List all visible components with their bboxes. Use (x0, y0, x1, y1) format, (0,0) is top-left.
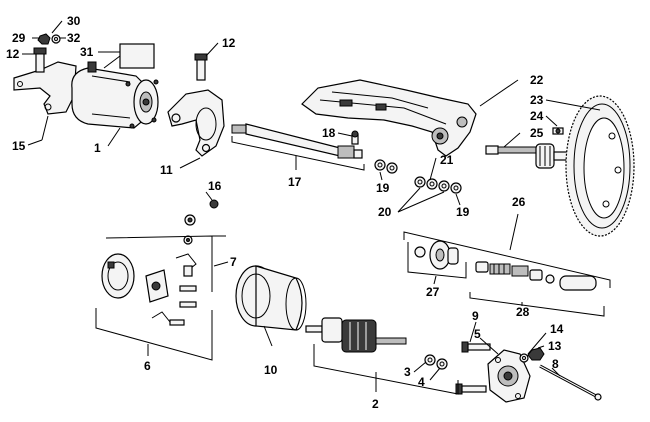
ring-gear-23 (565, 95, 635, 237)
callout-11: 11 (160, 163, 173, 177)
housing-22 (301, 79, 477, 157)
group-brackets (95, 136, 611, 395)
callout-3: 3 (404, 365, 411, 379)
callout-9: 9 (472, 309, 479, 323)
callout-23: 23 (530, 93, 544, 107)
callout-15: 15 (12, 139, 26, 153)
callout-12: 12 (6, 47, 20, 61)
starter-motor-1 (71, 61, 159, 129)
callout-14: 14 (550, 322, 564, 336)
leader-lines (22, 20, 601, 381)
callout-8: 8 (552, 357, 559, 371)
callout-19: 19 (456, 205, 470, 219)
washer-32 (51, 34, 61, 44)
brush-parts-7 (175, 214, 197, 277)
callout-18: 18 (322, 126, 336, 140)
callout-10: 10 (264, 363, 278, 377)
nut-16 (209, 199, 219, 209)
bolt-24 (552, 127, 564, 135)
nut-29 (37, 33, 51, 45)
callout-28: 28 (516, 305, 530, 319)
nut-13 (527, 347, 545, 361)
bolt-12-top-center (194, 53, 208, 81)
pinion-shaft-25 (485, 143, 577, 169)
bolt-lower (455, 383, 487, 395)
callout-17: 17 (288, 175, 302, 189)
pinion-kit-27 (414, 240, 459, 270)
bolt-12-top-left (33, 47, 47, 73)
callout-5: 5 (474, 327, 481, 341)
callout-6: 6 (144, 359, 151, 373)
washer-3 (424, 354, 436, 366)
thru-bolt-8 (539, 364, 602, 401)
callout-22: 22 (530, 73, 544, 87)
callout-21: 21 (440, 153, 454, 167)
callout-1: 1 (94, 141, 101, 155)
callout-20: 20 (378, 205, 392, 219)
housing-bracket-11 (167, 89, 225, 157)
callout-7: 7 (230, 255, 237, 269)
mounting-bracket-15 (13, 61, 77, 115)
frame-10 (235, 265, 307, 331)
callout-32: 32 (67, 31, 81, 45)
callout-labels: 30 29 32 12 31 12 15 1 11 22 23 24 25 18… (6, 14, 564, 411)
callout-30: 30 (67, 14, 81, 28)
callout-29: 29 (12, 31, 26, 45)
callout-19: 19 (376, 181, 390, 195)
end-cover-5 (487, 349, 531, 403)
brush-holder-6 (101, 253, 197, 326)
callout-4: 4 (418, 375, 425, 389)
pin-18 (351, 130, 359, 145)
callout-31: 31 (80, 45, 94, 59)
drive-shaft-17 (231, 123, 363, 159)
callout-25: 25 (530, 126, 544, 140)
callout-13: 13 (548, 339, 562, 353)
armature-2 (305, 317, 407, 353)
washer-19-left (374, 159, 398, 174)
callout-2: 2 (372, 397, 379, 411)
label-plate-31 (119, 43, 155, 69)
callout-27: 27 (426, 285, 440, 299)
washer-4 (436, 358, 448, 370)
callout-24: 24 (530, 109, 544, 123)
washer-set-20 (414, 176, 462, 194)
callout-26: 26 (512, 195, 526, 209)
callout-12: 12 (222, 36, 236, 50)
callout-16: 16 (208, 179, 222, 193)
spring-kit-28 (475, 261, 597, 291)
washer-14 (519, 353, 529, 363)
